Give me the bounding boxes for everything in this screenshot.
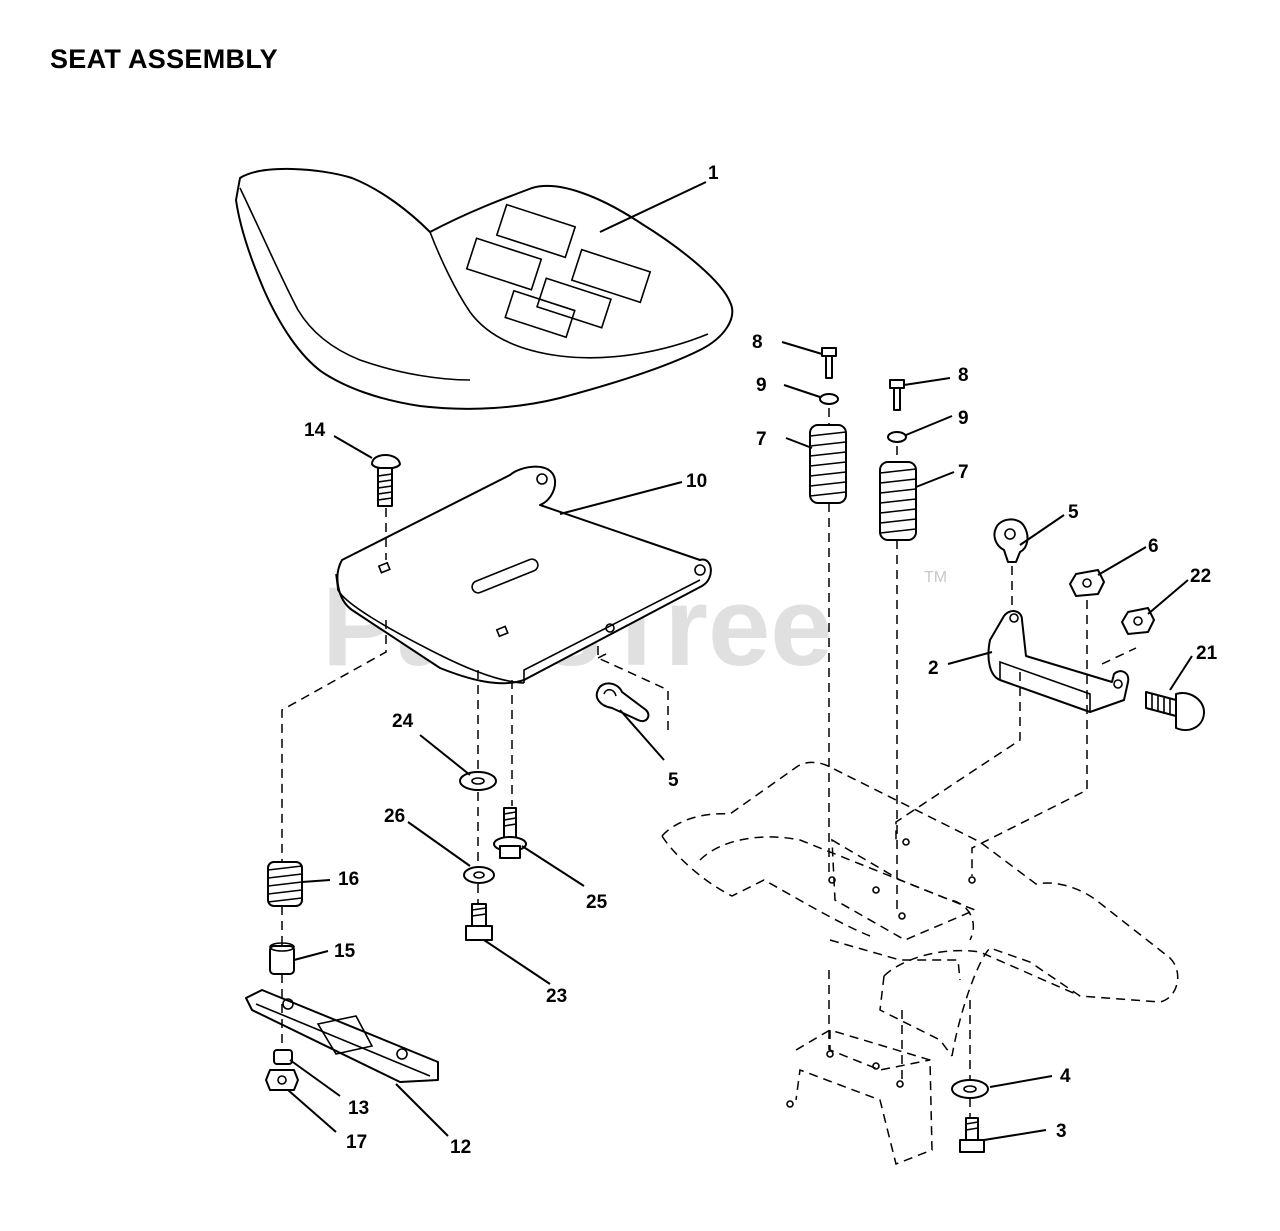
part-bracket-plate[interactable]	[245, 989, 439, 1083]
callout-5-left: 5	[668, 770, 679, 791]
part-bolt-23[interactable]	[465, 903, 493, 941]
part-bolt-8-right[interactable]	[889, 379, 905, 411]
callout-3: 3	[1056, 1121, 1067, 1142]
callout-5-right: 5	[1068, 502, 1079, 523]
tractor-frame-outline	[661, 761, 1179, 1166]
callout-25: 25	[586, 892, 608, 913]
part-washer-24[interactable]	[459, 771, 497, 791]
part-nut-22[interactable]	[1121, 607, 1155, 635]
callout-23: 23	[546, 986, 567, 1007]
callout-8-left: 8	[752, 332, 763, 353]
callout-26: 26	[384, 806, 405, 827]
part-clip-right[interactable]	[993, 518, 1029, 563]
callout-21: 21	[1196, 643, 1218, 664]
assembly-lines	[281, 408, 1137, 1118]
part-clip-left[interactable]	[595, 682, 650, 722]
part-bushing[interactable]	[269, 942, 295, 975]
callout-14: 14	[304, 420, 326, 441]
callout-24: 24	[392, 711, 414, 732]
callout-6: 6	[1148, 536, 1159, 557]
part-nut-17[interactable]	[265, 1069, 299, 1091]
part-spring-16[interactable]	[267, 861, 303, 907]
part-shoulder-bolt[interactable]	[493, 807, 527, 859]
callout-9-left: 9	[756, 375, 767, 396]
watermark-trademark: TM	[924, 569, 947, 586]
part-adjust-bracket[interactable]	[987, 610, 1130, 713]
part-bolt-3[interactable]	[959, 1117, 985, 1153]
callout-13: 13	[348, 1098, 369, 1119]
callout-7-right: 7	[958, 462, 969, 483]
callout-12: 12	[450, 1137, 471, 1158]
part-spring-7-left[interactable]	[809, 424, 847, 504]
part-washer-9-left[interactable]	[819, 393, 839, 405]
leader-lines	[287, 181, 1193, 1141]
callout-4: 4	[1060, 1066, 1071, 1087]
part-nut-6[interactable]	[1069, 569, 1105, 597]
callout-10: 10	[686, 471, 707, 492]
callout-16: 16	[338, 869, 359, 890]
callout-22: 22	[1190, 566, 1211, 587]
callout-8-right: 8	[958, 365, 969, 386]
page-title: SEAT ASSEMBLY	[50, 44, 278, 74]
callout-9-right: 9	[958, 408, 969, 429]
part-washer-26[interactable]	[463, 866, 495, 884]
callout-1: 1	[708, 163, 719, 184]
part-washer-9-right[interactable]	[887, 431, 907, 443]
callout-17: 17	[346, 1132, 367, 1153]
callout-numbers: 1 8 9 7 8 9 7 14 10 5 6 22 21 2 5 24 26 …	[304, 163, 1218, 1158]
part-bolt-21[interactable]	[1145, 691, 1205, 731]
part-washer-4[interactable]	[951, 1079, 989, 1099]
callout-7-left: 7	[756, 429, 767, 450]
part-spring-7-right[interactable]	[879, 461, 917, 541]
part-bolt-8-left[interactable]	[821, 347, 837, 379]
part-nut-13[interactable]	[273, 1049, 293, 1065]
callout-15: 15	[334, 941, 356, 962]
part-carriage-bolt[interactable]	[371, 454, 401, 507]
callout-2: 2	[928, 658, 939, 679]
part-seat-pan[interactable]	[335, 465, 712, 685]
